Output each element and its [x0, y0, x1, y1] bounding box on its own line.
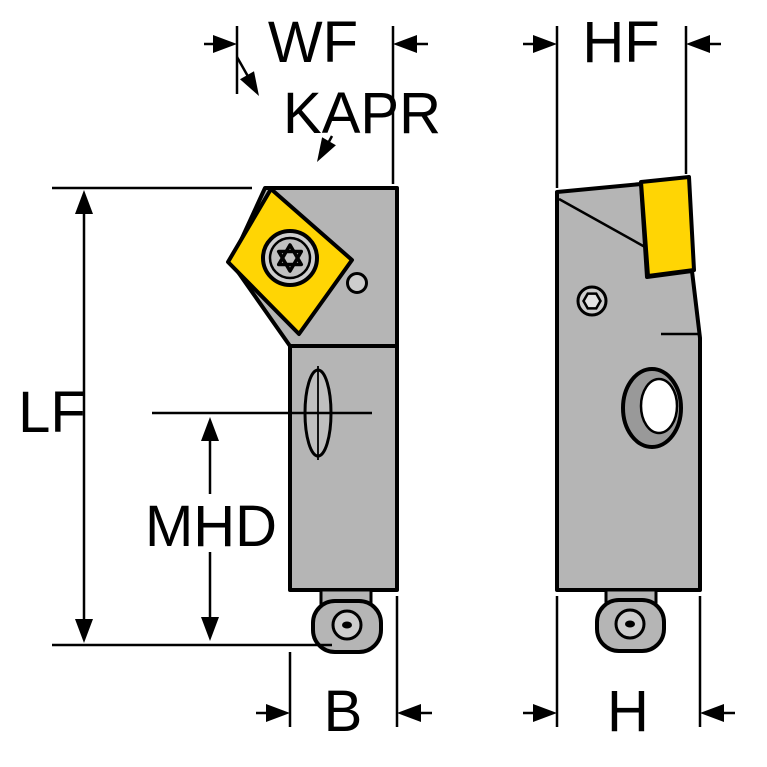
- pin-hole-front: [346, 272, 368, 294]
- clamp-screw-dot-front: [342, 621, 352, 629]
- cutting-insert-side: [639, 175, 696, 278]
- hf-label: HF: [582, 10, 659, 75]
- h-arrow-right-icon: [700, 704, 724, 722]
- through-hole-inner: [639, 377, 679, 435]
- hex-socket-icon: [582, 292, 602, 310]
- dimension-wf: WF: [204, 10, 428, 184]
- dimension-hf: HF: [523, 10, 721, 188]
- wf-label: WF: [268, 10, 358, 75]
- lf-arrow-bottom-icon: [75, 619, 93, 643]
- h-label: H: [607, 679, 649, 744]
- dimension-h: H: [523, 596, 735, 744]
- torx-star-icon: [276, 249, 304, 273]
- dimension-mhd: MHD: [145, 417, 277, 641]
- torx-star-icon: [276, 243, 304, 267]
- wf-arrow-left-icon: [213, 35, 237, 53]
- h-arrow-left-icon: [533, 704, 557, 722]
- kapr-arrow-1-icon: [240, 71, 259, 96]
- head-edge-line: [558, 197, 646, 249]
- lf-label: LF: [18, 380, 86, 445]
- hf-arrow-left-icon: [533, 35, 557, 53]
- mhd-label: MHD: [145, 494, 277, 559]
- b-arrow-left-icon: [266, 704, 290, 722]
- torx-screw-inner: [268, 236, 312, 280]
- mhd-arrow-top-icon: [201, 417, 219, 441]
- side-view: [555, 175, 702, 653]
- mhd-arrow-bottom-icon: [201, 617, 219, 641]
- dimension-lf: LF: [18, 186, 332, 647]
- lf-arrow-top-icon: [75, 190, 93, 214]
- front-view: [152, 186, 399, 654]
- kapr-arrow-2-icon: [317, 137, 336, 162]
- tool-shank: [288, 344, 399, 592]
- clamp-screw-dot-side: [625, 620, 635, 628]
- b-label: B: [324, 679, 363, 744]
- kapr-label: KAPR: [283, 81, 441, 146]
- b-arrow-right-icon: [397, 704, 421, 722]
- hf-arrow-right-icon: [686, 35, 710, 53]
- annotation-kapr: KAPR: [235, 56, 441, 162]
- wf-arrow-right-icon: [393, 35, 417, 53]
- dimension-b: B: [256, 596, 432, 744]
